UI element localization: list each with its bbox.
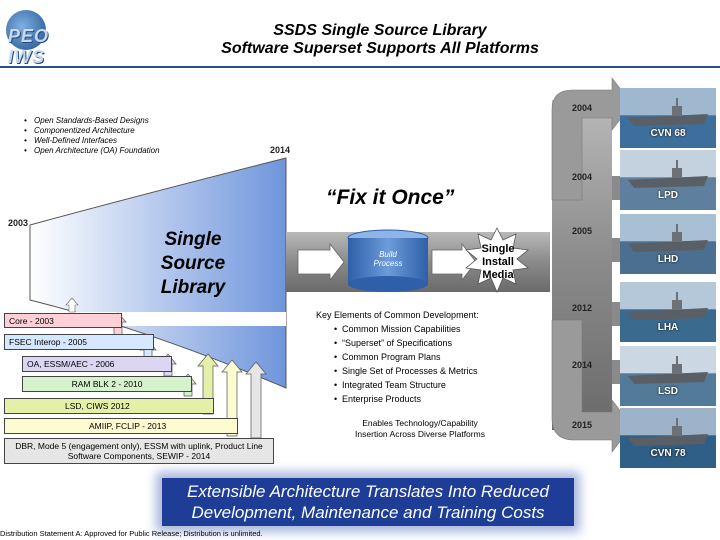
ship-label: LPD bbox=[658, 190, 678, 201]
platform-year: 2012 bbox=[572, 303, 593, 313]
peo-iws-logo bbox=[6, 10, 46, 50]
fix-it-once: “Fix it Once” bbox=[326, 186, 455, 209]
key-element-item: Single Set of Processes & Metrics bbox=[316, 364, 526, 378]
banner-line: Extensible Architecture Translates Into … bbox=[187, 482, 549, 501]
ship-silhouette bbox=[628, 98, 708, 126]
install-media-line: Install bbox=[482, 256, 514, 268]
cost-banner: Extensible Architecture Translates Into … bbox=[162, 478, 574, 526]
ship-label: LHA bbox=[657, 322, 679, 333]
library-label-line: Library bbox=[160, 277, 226, 298]
ship-photo-lha: LHA bbox=[620, 282, 716, 342]
platform-year: 2004 bbox=[572, 103, 593, 113]
key-element-item: Integrated Team Structure bbox=[316, 378, 526, 392]
install-media-line: Media bbox=[482, 269, 514, 281]
key-elements: Key Elements of Common Development: Comm… bbox=[316, 308, 526, 406]
ship-silhouette bbox=[628, 418, 708, 446]
baseline-oa: OA, ESSM/AEC - 2006 bbox=[22, 356, 172, 372]
design-bullets: Open Standards-Based Designs Componentiz… bbox=[24, 116, 224, 156]
bullet-item: Well-Defined Interfaces bbox=[24, 136, 224, 146]
ship-photo-cvn-78: CVN 78 bbox=[620, 408, 716, 468]
ship-photo-lpd: LPD bbox=[620, 150, 716, 210]
platform-year: 2004 bbox=[572, 172, 593, 182]
ship-silhouette bbox=[628, 160, 708, 188]
ship-silhouette bbox=[628, 224, 708, 252]
single-source-library-label: Single Source Library bbox=[148, 228, 238, 300]
baseline-fsec: FSEC Interop - 2005 bbox=[4, 334, 154, 350]
baseline-dbr: DBR, Mode 5 (engagement only), ESSM with… bbox=[4, 438, 274, 464]
baseline-core: Core - 2003 bbox=[4, 313, 122, 328]
distribution-statement: Distribution Statement A: Approved for P… bbox=[0, 529, 263, 538]
year-start: 2003 bbox=[8, 218, 29, 228]
ship-label: CVN 78 bbox=[650, 448, 686, 459]
platform-year: 2005 bbox=[572, 226, 593, 236]
key-element-item: “Superset” of Specifications bbox=[316, 336, 526, 350]
ship-photo-lhd: LHD bbox=[620, 214, 716, 274]
install-media-burst bbox=[465, 227, 529, 294]
install-media-label: Single Install Media bbox=[470, 243, 526, 282]
key-element-item: Common Mission Capabilities bbox=[316, 322, 526, 336]
key-elements-heading: Key Elements of Common Development: bbox=[316, 310, 479, 320]
baseline-lsd: LSD, CIWS 2012 bbox=[4, 398, 214, 414]
bullet-item: Open Architecture (OA) Foundation bbox=[24, 146, 224, 156]
logo-text: PEO IWS bbox=[8, 26, 50, 67]
ship-silhouette bbox=[628, 356, 708, 384]
ship-photo-cvn-68: CVN 68 bbox=[620, 88, 716, 148]
enables-note: Enables Technology/Capability Insertion … bbox=[330, 418, 510, 440]
library-label-line: Single bbox=[164, 229, 222, 250]
ship-photo-lsd: LSD bbox=[620, 346, 716, 406]
build-process-label: Build Process bbox=[352, 250, 424, 268]
header-rule bbox=[0, 66, 720, 68]
enables-line: Insertion Across Diverse Platforms bbox=[355, 429, 485, 439]
flow-arrow-right bbox=[431, 242, 477, 282]
install-media-line: Single bbox=[481, 243, 515, 255]
flow-arrow-left bbox=[297, 242, 345, 282]
page-title-line2: Software Superset Supports All Platforms bbox=[221, 40, 539, 57]
banner-line: Development, Maintenance and Training Co… bbox=[191, 503, 545, 522]
ship-label: CVN 68 bbox=[650, 128, 686, 139]
baseline-ram: RAM BLK 2 - 2010 bbox=[22, 376, 192, 392]
build-process-line: Build bbox=[379, 250, 397, 259]
year-end: 2014 bbox=[270, 145, 291, 155]
page-title-line1: SSDS Single Source Library bbox=[273, 22, 487, 39]
enables-line: Enables Technology/Capability bbox=[362, 418, 478, 428]
ship-label: LHD bbox=[657, 254, 679, 265]
ship-silhouette bbox=[628, 292, 708, 320]
bullet-item: Componentized Architecture bbox=[24, 126, 224, 136]
ship-label: LSD bbox=[658, 386, 678, 397]
baseline-amiip: AMIIP, FCLIP - 2013 bbox=[4, 418, 238, 434]
platform-year: 2015 bbox=[572, 420, 593, 430]
key-element-item: Enterprise Products bbox=[316, 392, 526, 406]
build-process-line: Process bbox=[373, 259, 403, 268]
platform-year: 2014 bbox=[572, 360, 593, 370]
library-label-line: Source bbox=[160, 253, 226, 274]
key-element-item: Common Program Plans bbox=[316, 350, 526, 364]
bullet-item: Open Standards-Based Designs bbox=[24, 116, 224, 126]
